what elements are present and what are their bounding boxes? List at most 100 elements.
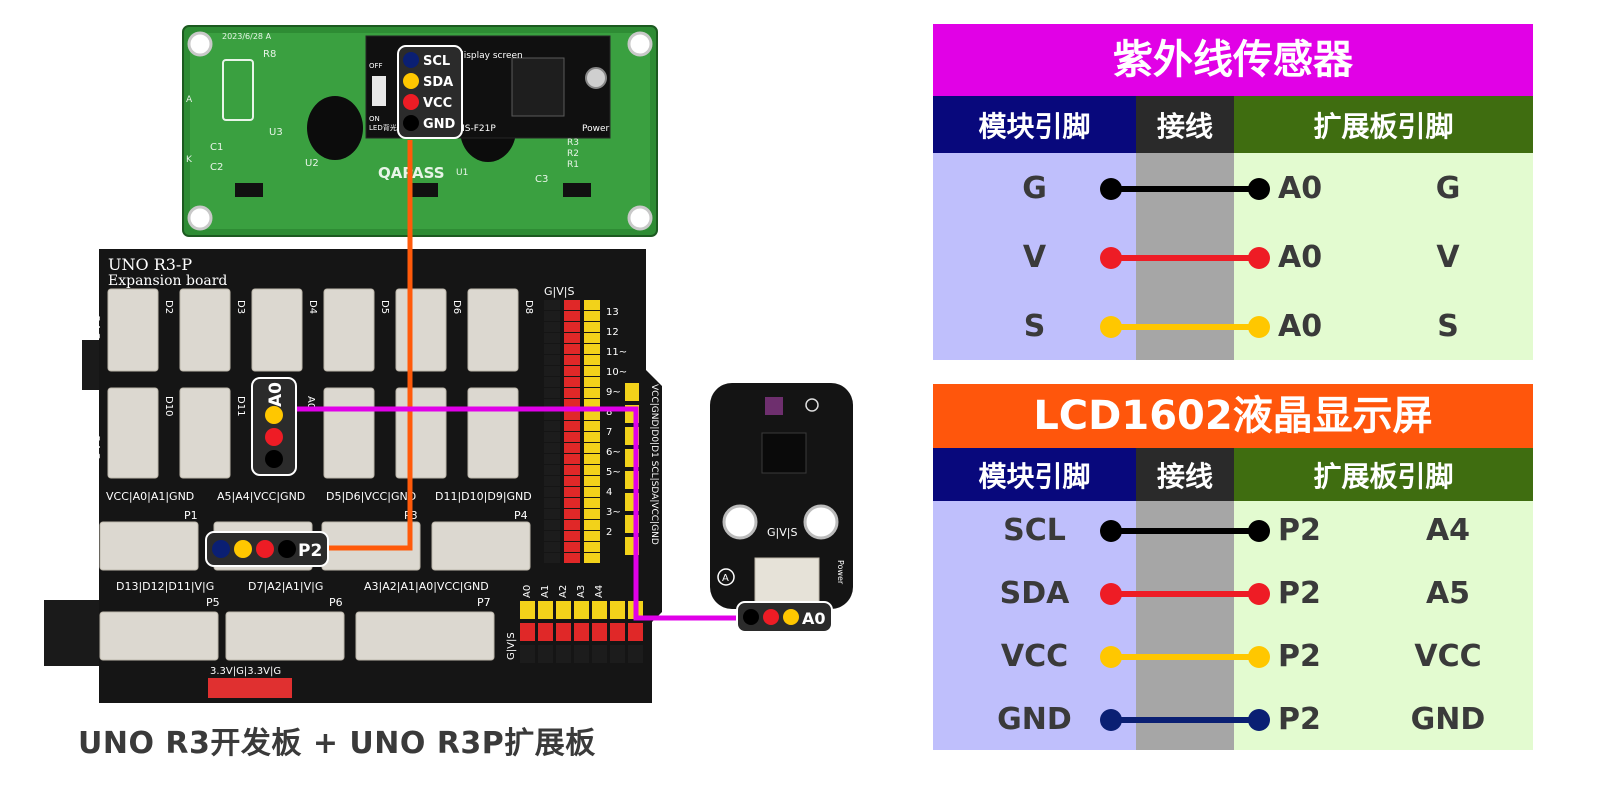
wire-end-dot (1248, 247, 1270, 269)
orange-wire (326, 140, 413, 551)
header-pin (584, 487, 600, 497)
pin-number: 8 (606, 407, 612, 418)
module-pin: GND (997, 702, 1072, 737)
uv-module: G|V|S A Power (710, 383, 853, 609)
analog-pin (610, 601, 625, 619)
board-pin: A4 (1425, 513, 1471, 548)
pin-number: 7 (606, 427, 612, 438)
header-pin (544, 476, 560, 486)
module-pin: S (1023, 309, 1046, 344)
header-pin (584, 465, 600, 475)
board-p7: P7 (477, 596, 491, 609)
board-gvs-1: G V S (93, 315, 103, 340)
analog-pin (592, 601, 607, 619)
header-pin (584, 344, 600, 354)
lcd-silk-a: A (186, 95, 193, 105)
header-pin (584, 476, 600, 486)
analog-pin (574, 623, 589, 641)
analog-pin (538, 601, 553, 619)
board-bottom-label-3: A3|A2|A1|A0|VCC|GND (364, 580, 489, 593)
board-tag-p2: P2 (205, 531, 329, 567)
board-tag-a0: A0 (251, 377, 297, 476)
board-p4: P4 (514, 509, 528, 522)
header-pin (544, 410, 560, 420)
analog-label: A2 (558, 585, 569, 598)
header-pin (544, 454, 560, 464)
pin-number: 11~ (606, 347, 627, 358)
header-pin (544, 465, 560, 475)
board-subtitle: Expansion board (108, 273, 227, 289)
wire-start-dot (1100, 520, 1122, 542)
header-pin (584, 531, 600, 541)
header-pin (564, 432, 580, 442)
uv-table-header: 模块引脚 接线 扩展板引脚 (933, 96, 1533, 153)
illustration-caption: UNO R3开发板 + UNO R3P扩展板 (78, 726, 596, 761)
wire-line (1111, 324, 1259, 330)
wire-start-dot (1100, 583, 1122, 605)
header-pin (584, 542, 600, 552)
analog-pin (628, 645, 643, 663)
header-pin (544, 366, 560, 376)
wire-start-dot (1100, 316, 1122, 338)
board-tag-p2-label: P2 (298, 541, 322, 561)
board-title: UNO R3-P (108, 255, 192, 274)
pin-number: 2 (606, 527, 612, 538)
lcd-tag-sda: SDA (423, 75, 453, 90)
header-pin (544, 322, 560, 332)
header-pin (544, 344, 560, 354)
board-p6: P6 (329, 596, 343, 609)
board-bottom-label-1: D13|D12|D11|V|G (116, 580, 214, 593)
analog-label: A4 (594, 585, 605, 598)
uv-header-board-pin: 扩展板引脚 (1234, 96, 1533, 153)
analog-pin (520, 623, 535, 641)
lcd-silk-u2: U2 (305, 158, 319, 169)
header-pin (564, 520, 580, 530)
lcd-header-module-pin: 模块引脚 (933, 448, 1136, 501)
analog-pin (592, 645, 607, 663)
header-pin (584, 377, 600, 387)
header-pin (564, 322, 580, 332)
wire-line (1111, 186, 1259, 192)
header-pin (584, 509, 600, 519)
wire-start-dot (1100, 178, 1122, 200)
uv-tag-a0: A0 (736, 601, 833, 633)
uv-header-module-pin: 模块引脚 (933, 96, 1136, 153)
lcd-silk-r3: R3 (567, 138, 579, 148)
lcd-silk-u1: U1 (456, 168, 468, 178)
lcd-tag-vcc: VCC (423, 96, 452, 111)
board-pin: VCC (1414, 639, 1482, 674)
board-analog-gvs: G|V|S (506, 632, 517, 660)
header-pin (544, 311, 560, 321)
lcd-silk-on: ON (369, 115, 380, 123)
header-pin (564, 487, 580, 497)
analog-label: A0 (522, 585, 533, 598)
header-pin (564, 377, 580, 387)
lcd-tag-scl: SCL (423, 54, 450, 69)
lcd-silk-c3: C3 (535, 174, 548, 185)
board-port: A0 (1278, 171, 1323, 206)
header-pin (564, 531, 580, 541)
header-pin (584, 366, 600, 376)
header-pin (544, 531, 560, 541)
board-strip-label-4: D11|D10|D9|GND (435, 490, 532, 503)
board-side-label: VCC|GND|D0|D1 SCL|SDA|VCC|GND (649, 384, 659, 545)
header-pin (564, 344, 580, 354)
pink-wire (296, 406, 742, 621)
p-connector (99, 521, 199, 571)
header-pin (544, 509, 560, 519)
header-pin (584, 520, 600, 530)
header-pin (564, 366, 580, 376)
header-pin (584, 355, 600, 365)
header-pin (564, 410, 580, 420)
lcd-silk-r2: R2 (567, 149, 579, 159)
header-pin (544, 399, 560, 409)
lcd-header-board-pin: 扩展板引脚 (1234, 448, 1533, 501)
board-header-gvs: G|V|S (544, 285, 574, 298)
board-port: A0 (1278, 240, 1323, 275)
module-pin: SDA (999, 576, 1070, 611)
port-label: D2 (163, 300, 174, 314)
pin-number: 6~ (606, 447, 621, 458)
uv-table-title: 紫外线传感器 (933, 24, 1533, 96)
grove-port (107, 288, 159, 372)
